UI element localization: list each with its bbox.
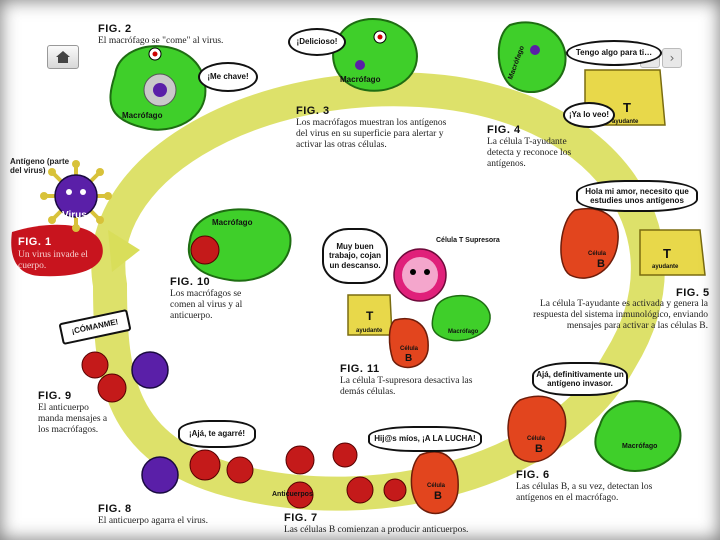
- fig5-t-letter: T: [663, 246, 671, 261]
- fig9-caption: El anticuerpo manda mensajes a los macró…: [38, 403, 108, 436]
- fig7-speech-bubble: Hij@s míos, ¡A LA LUCHA!: [368, 426, 482, 452]
- fig11-speech-bubble: Muy buen trabajo, cojan un descanso.: [322, 228, 388, 284]
- fig9-title: FIG. 9: [38, 390, 72, 402]
- fig6-caption: Las células B, a su vez, detectan los an…: [516, 482, 660, 504]
- fig8-caption: El anticuerpo agarra el virus.: [98, 516, 248, 527]
- fig6-speech-bubble: Ajá, definitivamente un antígeno invasor…: [532, 362, 628, 396]
- fig10-caption: Los macrófagos se comen al virus y al an…: [170, 289, 258, 322]
- suppressor-fig11: [394, 249, 446, 301]
- fig10-macro-label: Macrófago: [212, 218, 253, 227]
- fig11-b-letter: B: [405, 353, 412, 364]
- fig11-macro-label: Macrófago: [448, 329, 479, 335]
- fig3-macro-label: Macrófago: [340, 75, 381, 84]
- macrophage-fig6: [595, 401, 680, 471]
- next-arrow-icon[interactable]: ›: [662, 48, 682, 68]
- fig5-title: FIG. 5: [676, 287, 710, 299]
- fig2-caption: El macrófago se "come" al virus.: [98, 36, 258, 47]
- fig8-title: FIG. 8: [98, 503, 132, 515]
- virus-fig8: [142, 457, 178, 493]
- fig6-b-letter: B: [535, 443, 543, 455]
- fig4-title: FIG. 4: [487, 124, 521, 136]
- fig4-t-letter: T: [623, 100, 631, 115]
- macrophage-fig4: [499, 22, 566, 92]
- virus-fig9: [132, 352, 168, 388]
- fig2-macro-label: Macrófago: [122, 111, 163, 120]
- fig3-speech-bubble: ¡Delicioso!: [288, 28, 346, 56]
- fig3-caption: Los macrófagos muestran los antígenos de…: [296, 118, 458, 151]
- fig7-b-sub: Célula: [427, 483, 446, 489]
- fig5-caption: La célula T-ayudante es activada y gener…: [532, 299, 708, 332]
- fig7-title: FIG. 7: [284, 512, 318, 524]
- fig1-caption: Un virus invade el cuerpo.: [18, 250, 106, 272]
- fig10-title: FIG. 10: [170, 276, 210, 288]
- fig1-antigen-label: Antígeno (parte del virus): [10, 157, 70, 175]
- fig6-title: FIG. 6: [516, 469, 550, 481]
- bcell-fig5: [561, 209, 618, 278]
- fig2-speech-bubble: ¡Me chave!: [198, 62, 258, 92]
- home-button[interactable]: [47, 45, 79, 69]
- fig1-virus-label: Virus: [62, 210, 87, 221]
- fig7-b-letter: B: [434, 490, 442, 502]
- fig4-t-sub: ayudante: [612, 119, 639, 125]
- fig5-b-sub: Célula: [588, 251, 607, 257]
- fig1-title: FIG. 1: [18, 236, 52, 248]
- fig7-anti-label: Anticuerpos: [272, 491, 313, 498]
- home-icon: [55, 50, 71, 64]
- fig5-b-letter: B: [597, 258, 605, 270]
- fig11-caption: La célula T-supresora desactiva las demá…: [340, 376, 480, 398]
- fig8-speech-bubble: ¡Ajá, te agarré!: [178, 420, 256, 448]
- fig6-b-sub: Célula: [527, 436, 546, 442]
- fig4-caption: La célula T-ayudante detecta y reconoce …: [487, 137, 579, 170]
- fig4-speech-bubble-1: Tengo algo para ti…: [566, 40, 662, 66]
- fig11-t-letter: T: [366, 309, 374, 323]
- fig3-title: FIG. 3: [296, 105, 330, 117]
- fig5-speech-bubble: Hola mi amor, necesito que estudies unos…: [576, 180, 698, 212]
- fig11-title: FIG. 11: [340, 363, 380, 375]
- fig7-caption: Las células B comienzan a producir antic…: [284, 525, 494, 536]
- fig11-t-sub: ayudante: [356, 328, 383, 334]
- fig11-ts-label: Célula T Supresora: [436, 237, 500, 244]
- fig6-macro-label: Macrófago: [622, 443, 657, 450]
- fig5-t-sub: ayudante: [652, 264, 679, 270]
- fig2-title: FIG. 2: [98, 23, 132, 35]
- fig11-b-sub: Célula: [400, 346, 419, 352]
- fig4-speech-bubble-2: ¡Ya lo veo!: [563, 102, 615, 128]
